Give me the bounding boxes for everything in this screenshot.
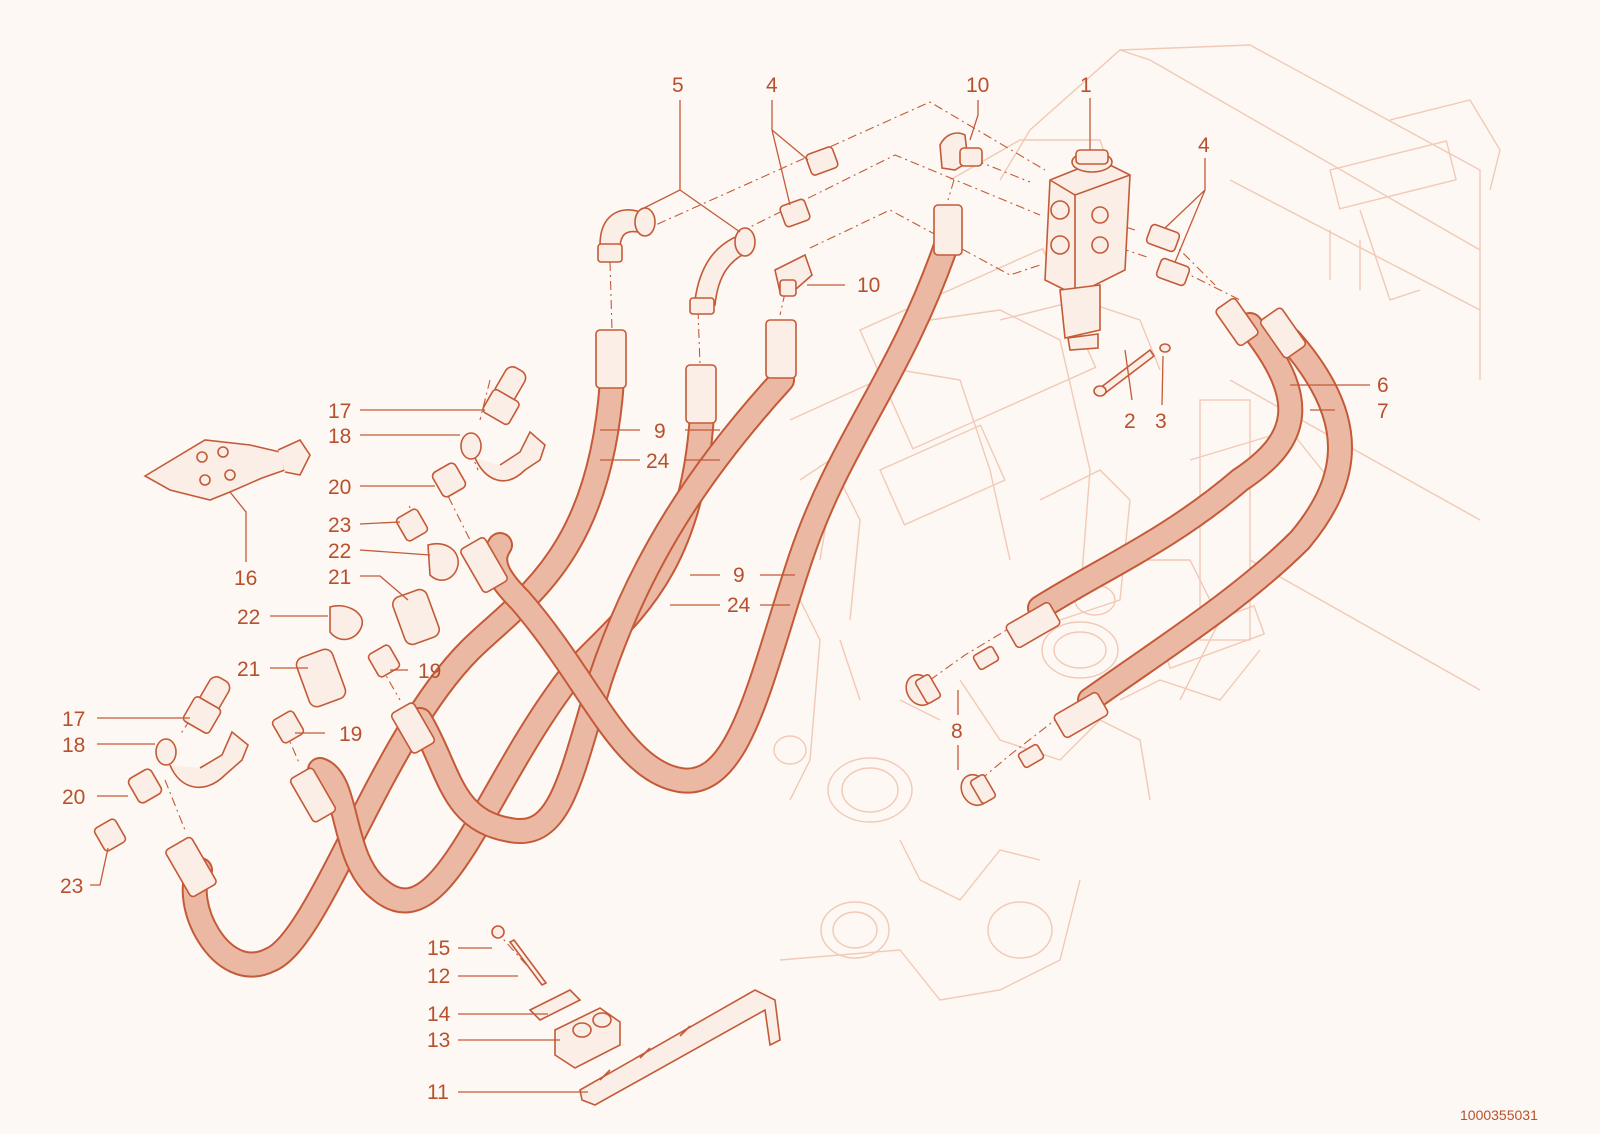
callout-13: 13 <box>427 1029 450 1052</box>
callout-9-upper: 9 <box>654 420 666 443</box>
callout-24-upper: 24 <box>646 450 670 473</box>
callout-17-lower: 17 <box>62 708 85 731</box>
hose-item-6 <box>1027 312 1304 621</box>
adapters-item-4 <box>779 146 1191 287</box>
callout-5: 5 <box>672 74 684 97</box>
callout-22-lower: 22 <box>237 606 260 629</box>
couplers-upper <box>271 366 546 744</box>
callout-19-upper: 19 <box>418 660 441 683</box>
elbow-fittings <box>597 132 983 315</box>
hose-ferrules <box>165 204 1307 898</box>
callout-7: 7 <box>1377 400 1389 423</box>
hose-item-24-b <box>482 227 961 794</box>
callout-16: 16 <box>234 567 257 590</box>
callout-14: 14 <box>427 1003 451 1026</box>
hose-item-9-a <box>181 367 625 978</box>
valve-block-item-1 <box>1044 149 1131 351</box>
callout-23-lower: 23 <box>60 875 83 898</box>
callout-22-upper: 22 <box>328 540 351 563</box>
callout-10-top: 10 <box>966 74 989 97</box>
callout-6: 6 <box>1377 374 1389 397</box>
hose-item-7 <box>1077 327 1353 713</box>
fittings-item-8 <box>905 645 1045 807</box>
callout-10-side: 10 <box>857 274 880 297</box>
callout-19-lower: 19 <box>339 723 362 746</box>
callout-11: 11 <box>427 1081 449 1104</box>
couplers-lower <box>93 676 249 852</box>
leader-lines <box>90 98 1370 1093</box>
hose-assemblies <box>181 227 1353 978</box>
bracket-item-16 <box>143 438 311 501</box>
callout-12: 12 <box>427 965 450 988</box>
callout-2: 2 <box>1124 410 1136 433</box>
callout-3: 3 <box>1155 410 1167 433</box>
callout-4-right: 4 <box>1198 134 1210 157</box>
callout-20-lower: 20 <box>62 786 85 809</box>
hose-item-9-b <box>407 367 795 845</box>
clamp-set <box>491 925 781 1106</box>
callout-24-lower: 24 <box>727 594 751 617</box>
background-machine-frame <box>773 44 1501 1001</box>
callout-23-upper: 23 <box>328 514 351 537</box>
callout-17-upper: 17 <box>328 400 351 423</box>
document-number: 1000355031 <box>1460 1107 1538 1123</box>
callout-21-lower: 21 <box>237 658 260 681</box>
callout-labels: 1 2 3 4 4 5 6 7 8 9 9 10 10 11 12 13 14 … <box>60 74 1389 1104</box>
callout-18-upper: 18 <box>328 425 351 448</box>
callout-9-lower: 9 <box>733 564 745 587</box>
callout-15: 15 <box>427 937 450 960</box>
callout-1: 1 <box>1080 74 1092 97</box>
callout-21-upper: 21 <box>328 566 351 589</box>
bolt-washer <box>1093 343 1171 397</box>
callout-4-left: 4 <box>766 74 778 97</box>
callout-20-upper: 20 <box>328 476 351 499</box>
callout-8: 8 <box>951 720 963 743</box>
callout-18-lower: 18 <box>62 734 85 757</box>
